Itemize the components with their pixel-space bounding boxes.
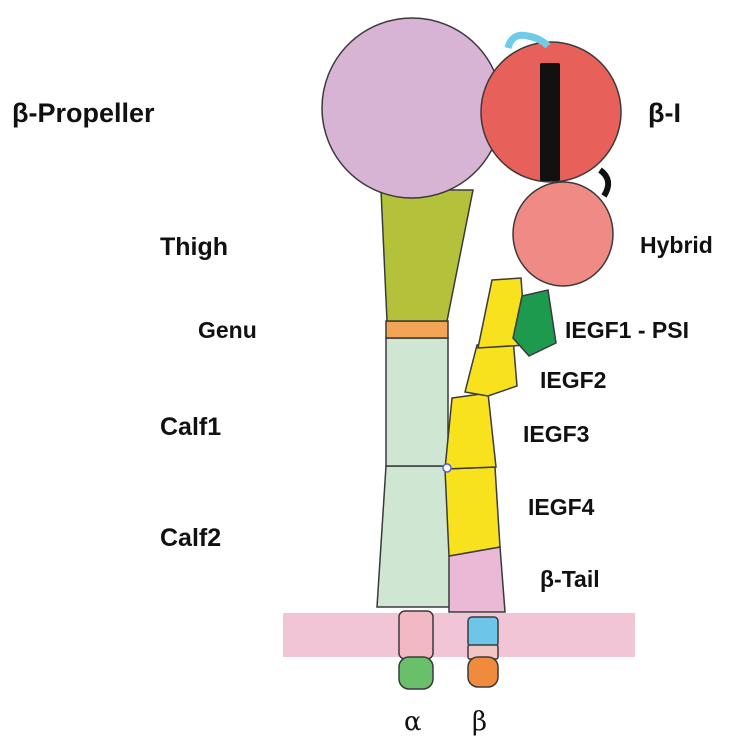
label-beta-i: β-I (648, 98, 681, 128)
beta-tail-domain (449, 547, 505, 612)
calf2-domain (377, 466, 452, 607)
alpha-transmembrane-segment (399, 611, 433, 659)
iegf3-domain (445, 393, 496, 469)
label-thigh: Thigh (160, 233, 228, 261)
label-iegf4: IEGF4 (528, 494, 595, 520)
beta-cytoplasmic-tail (468, 657, 498, 687)
label-calf2: Calf2 (160, 524, 221, 552)
iegf4-domain (445, 467, 500, 556)
calf1-domain (386, 338, 448, 466)
beta-propeller-domain (322, 18, 502, 198)
label-iegf2: IEGF2 (540, 367, 606, 393)
calf-junction-dot (443, 464, 451, 472)
beta-transmembrane-segment (468, 617, 498, 647)
hybrid-domain (513, 182, 613, 286)
label-beta-subunit: β (472, 707, 487, 737)
label-calf1: Calf1 (160, 413, 221, 441)
alpha7-helix (540, 63, 560, 181)
helix-linker (600, 170, 608, 196)
thigh-domain (381, 190, 473, 321)
label-beta-tail: β-Tail (540, 566, 600, 592)
genu-domain (386, 321, 448, 338)
label-iegf1-psi: IEGF1 - PSI (565, 317, 689, 343)
alpha-cytoplasmic-tail (399, 657, 433, 689)
label-hybrid: Hybrid (640, 232, 713, 258)
label-alpha-subunit: α (404, 707, 422, 737)
label-beta-propeller: β-Propeller (12, 98, 155, 128)
label-genu: Genu (198, 317, 257, 343)
cell-membrane (283, 613, 635, 657)
label-iegf3: IEGF3 (523, 421, 589, 447)
